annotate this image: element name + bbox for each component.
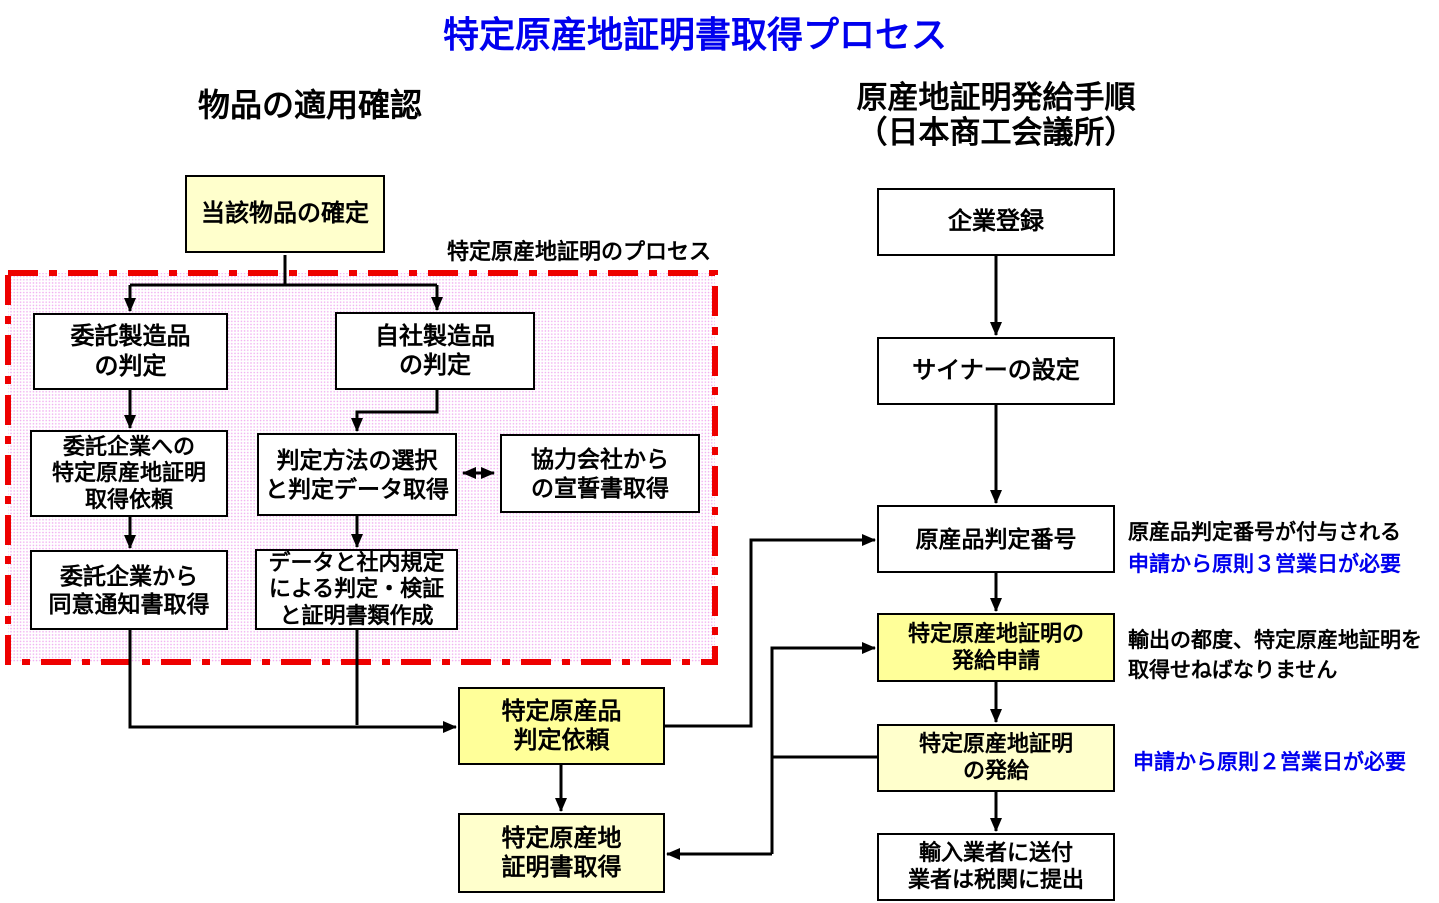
box-judgment-request: 特定原産品 判定依頼 bbox=[458, 687, 665, 765]
box-label: の宣誓書取得 bbox=[531, 474, 669, 501]
box-label: 自社製造品 bbox=[375, 322, 495, 350]
box-judgment-number: 原産品判定番号 bbox=[877, 505, 1115, 573]
box-label: 特定原産地証明の bbox=[907, 620, 1084, 646]
box-signer-setup: サイナーの設定 bbox=[877, 337, 1115, 405]
box-label: の判定 bbox=[94, 352, 167, 380]
box-label: 委託企業への bbox=[62, 433, 195, 459]
box-label: 特定原産地証明 bbox=[51, 460, 206, 486]
box-request-to-consignee: 委託企業への 特定原産地証明 取得依頼 bbox=[30, 430, 228, 517]
box-label: 協力会社から bbox=[531, 446, 669, 473]
box-consent-notice: 委託企業から 同意通知書取得 bbox=[30, 550, 228, 630]
note-application-line1: 輸出の都度、特定原産地証明を bbox=[1128, 629, 1422, 652]
box-internal-verification: データと社内規定 による判定・検証 と証明書類作成 bbox=[255, 549, 458, 630]
box-label: 企業登録 bbox=[948, 208, 1044, 236]
arrow-to-judgment-number bbox=[665, 534, 876, 728]
box-label: の判定 bbox=[399, 352, 471, 379]
note-judgment-number: 原産品判定番号が付与される bbox=[1128, 521, 1401, 544]
box-send-to-importer: 輸入業者に送付 業者は税関に提出 bbox=[877, 833, 1115, 901]
box-label: 判定方法の選択 bbox=[276, 447, 438, 474]
box-consigned-product-judgment: 委託製造品 の判定 bbox=[33, 313, 228, 390]
box-label: 同意通知書取得 bbox=[48, 591, 210, 617]
box-method-selection: 判定方法の選択 と判定データ取得 bbox=[257, 433, 457, 516]
box-label: 輸入業者に送付 bbox=[918, 840, 1073, 866]
note-application-line2: 取得せねばなりません bbox=[1128, 659, 1338, 682]
box-label: 判定依頼 bbox=[513, 727, 610, 754]
right-header-line2: （日本商工会議所） bbox=[856, 115, 1136, 150]
arrow-to-issuance-application bbox=[770, 642, 876, 854]
note-issuance-days: 申請から原則２営業日が必要 bbox=[1133, 751, 1406, 774]
page-title: 特定原産地証明書取得プロセス bbox=[443, 14, 948, 55]
box-label: サイナーの設定 bbox=[912, 357, 1080, 385]
box-label: 業者は税関に提出 bbox=[907, 867, 1084, 892]
split-connector bbox=[130, 255, 437, 287]
box-label: 特定原産地証明 bbox=[918, 731, 1073, 757]
box-label: 特定原産地 bbox=[501, 824, 622, 852]
box-label: と判定データ取得 bbox=[265, 475, 449, 502]
box-label: の発給 bbox=[962, 758, 1029, 783]
box-label: 委託企業から bbox=[60, 562, 198, 589]
box-label: 特定原産品 bbox=[501, 697, 622, 725]
box-label: 当該物品の確定 bbox=[201, 200, 369, 228]
box-item-confirmation: 当該物品の確定 bbox=[185, 175, 385, 253]
box-certificate-obtain: 特定原産地 証明書取得 bbox=[458, 813, 665, 893]
right-header-line1: 原産地証明発給手順 bbox=[856, 80, 1136, 115]
box-own-product-judgment: 自社製造品 の判定 bbox=[335, 312, 535, 390]
right-section-header: 原産地証明発給手順 （日本商工会議所） bbox=[840, 80, 1152, 150]
left-section-header: 物品の適用確認 bbox=[198, 87, 423, 123]
box-label: 取得依頼 bbox=[84, 486, 173, 512]
box-label: データと社内規定 bbox=[268, 549, 445, 575]
note-judgment-number-days: 申請から原則３営業日が必要 bbox=[1128, 553, 1401, 576]
box-company-registration: 企業登録 bbox=[877, 188, 1115, 256]
arrow-own-to-method bbox=[351, 390, 439, 432]
box-label: と証明書類作成 bbox=[279, 602, 434, 628]
box-label: 証明書取得 bbox=[501, 854, 622, 881]
box-issuance-application: 特定原産地証明の 発給申請 bbox=[877, 613, 1115, 682]
box-issuance: 特定原産地証明 の発給 bbox=[877, 724, 1115, 792]
box-partner-oath: 協力会社から の宣誓書取得 bbox=[500, 434, 700, 513]
box-label: 委託製造品 bbox=[70, 323, 191, 351]
arrow-merge-to-judgment-request bbox=[128, 630, 457, 733]
box-label: による判定・検証 bbox=[268, 576, 445, 602]
process-frame-label: 特定原産地証明のプロセス bbox=[446, 239, 711, 264]
note-application: 輸出の都度、特定原産地証明を 取得せねばなりません bbox=[1128, 626, 1428, 686]
box-label: 原産品判定番号 bbox=[915, 525, 1077, 552]
box-label: 発給申請 bbox=[951, 647, 1040, 673]
